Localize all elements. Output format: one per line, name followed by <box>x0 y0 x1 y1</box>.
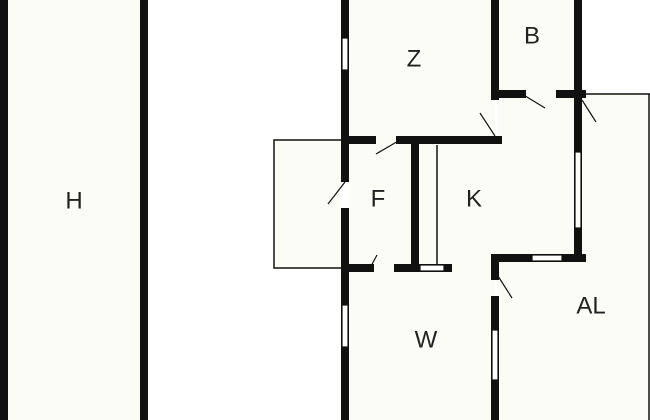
window-w-east <box>491 329 499 381</box>
room-z-area <box>345 0 495 140</box>
window-f-south <box>419 264 445 272</box>
balcony-outline <box>273 139 345 269</box>
room-label-k: K <box>466 185 482 212</box>
room-b-area <box>498 0 578 94</box>
door-swing-b <box>521 93 546 109</box>
door-swing-f-bottom <box>369 254 378 269</box>
room-k-area <box>415 94 578 268</box>
door-swing-z <box>479 112 496 137</box>
door-swing-al <box>581 99 597 123</box>
door-swing-f-top <box>375 139 401 155</box>
room-labels: H Z B F K W AL <box>65 22 605 353</box>
window-w-west <box>341 304 349 348</box>
room-label-w: W <box>415 326 438 353</box>
room-label-h: H <box>65 187 82 214</box>
doors <box>327 93 597 299</box>
room-h-area <box>4 0 144 420</box>
window-k-east <box>574 151 582 229</box>
room-f-area <box>345 140 415 268</box>
thin-walls <box>273 93 650 420</box>
window-k-south <box>531 254 563 262</box>
room-fills <box>4 0 650 420</box>
room-w-area <box>345 268 495 420</box>
room-label-f: F <box>371 185 386 212</box>
room-label-b: B <box>524 22 540 49</box>
room-label-al: AL <box>576 292 605 319</box>
door-swing-w <box>497 275 513 299</box>
door-swing-balcony <box>327 181 346 205</box>
room-al-area <box>498 94 650 420</box>
balcony-area <box>274 140 345 268</box>
room-label-z: Z <box>407 45 422 72</box>
window-z-west <box>341 37 349 71</box>
windows <box>341 37 582 381</box>
